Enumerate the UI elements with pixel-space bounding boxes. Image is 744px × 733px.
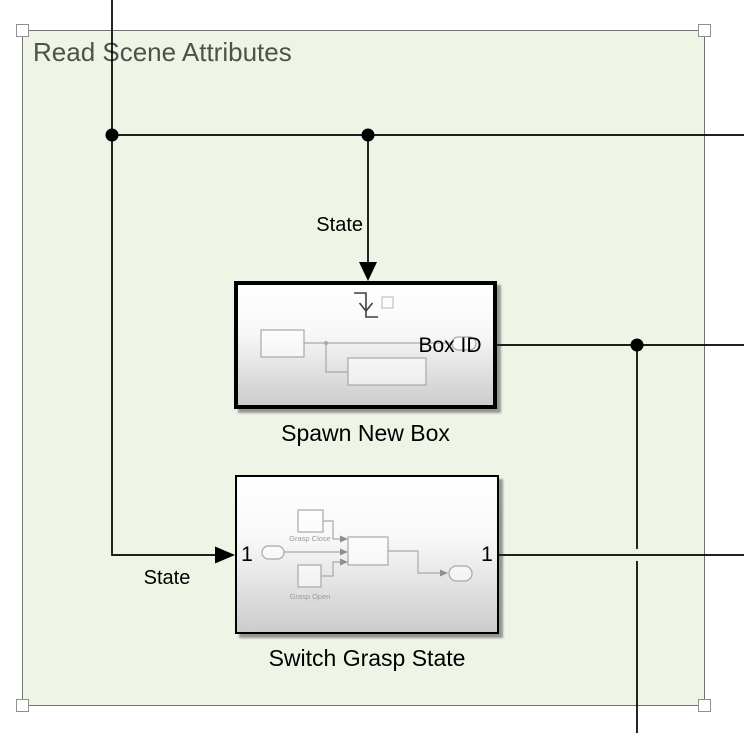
area-title[interactable]: Read Scene Attributes — [33, 37, 292, 67]
wire-state-main[interactable] — [111, 0, 216, 556]
resize-handle-bottom-left[interactable] — [16, 699, 29, 712]
switch-block-contents — [261, 509, 473, 588]
mini-label-grasp-open: Grasp Open — [289, 592, 331, 601]
switch-output-port-number: 1 — [481, 543, 493, 566]
resize-handle-top-right[interactable] — [698, 24, 711, 37]
signal-label-state-top[interactable]: State — [316, 214, 363, 236]
trigger-arrowhead — [359, 262, 377, 281]
subsystem-switch-grasp-state[interactable]: Grasp Close Grasp Open 1 1 — [235, 475, 499, 634]
signal-label-state-bottom[interactable]: State — [143, 567, 191, 589]
resize-handle-bottom-right[interactable] — [698, 699, 711, 712]
switch-input-port-number: 1 — [241, 543, 253, 566]
spawn-block-contents — [260, 292, 477, 386]
switch-block-name[interactable]: Switch Grasp State — [268, 645, 466, 671]
switch-mini-diagram — [261, 509, 473, 588]
input-arrowhead — [215, 546, 235, 564]
spawn-output-port-label: Box ID — [418, 334, 482, 357]
subsystem-spawn-new-box[interactable] — [234, 281, 497, 409]
resize-handle-top-left[interactable] — [16, 24, 29, 37]
trigger-port-icon — [354, 292, 378, 318]
junction-dot[interactable] — [105, 128, 119, 142]
junction-dot[interactable] — [630, 338, 644, 352]
trigger-aux-square-icon — [381, 296, 394, 309]
mini-label-grasp-close: Grasp Close — [289, 534, 331, 543]
spawn-block-name[interactable]: Spawn New Box — [281, 420, 450, 446]
spawn-mini-diagram — [260, 329, 477, 386]
junction-dot[interactable] — [361, 128, 375, 142]
